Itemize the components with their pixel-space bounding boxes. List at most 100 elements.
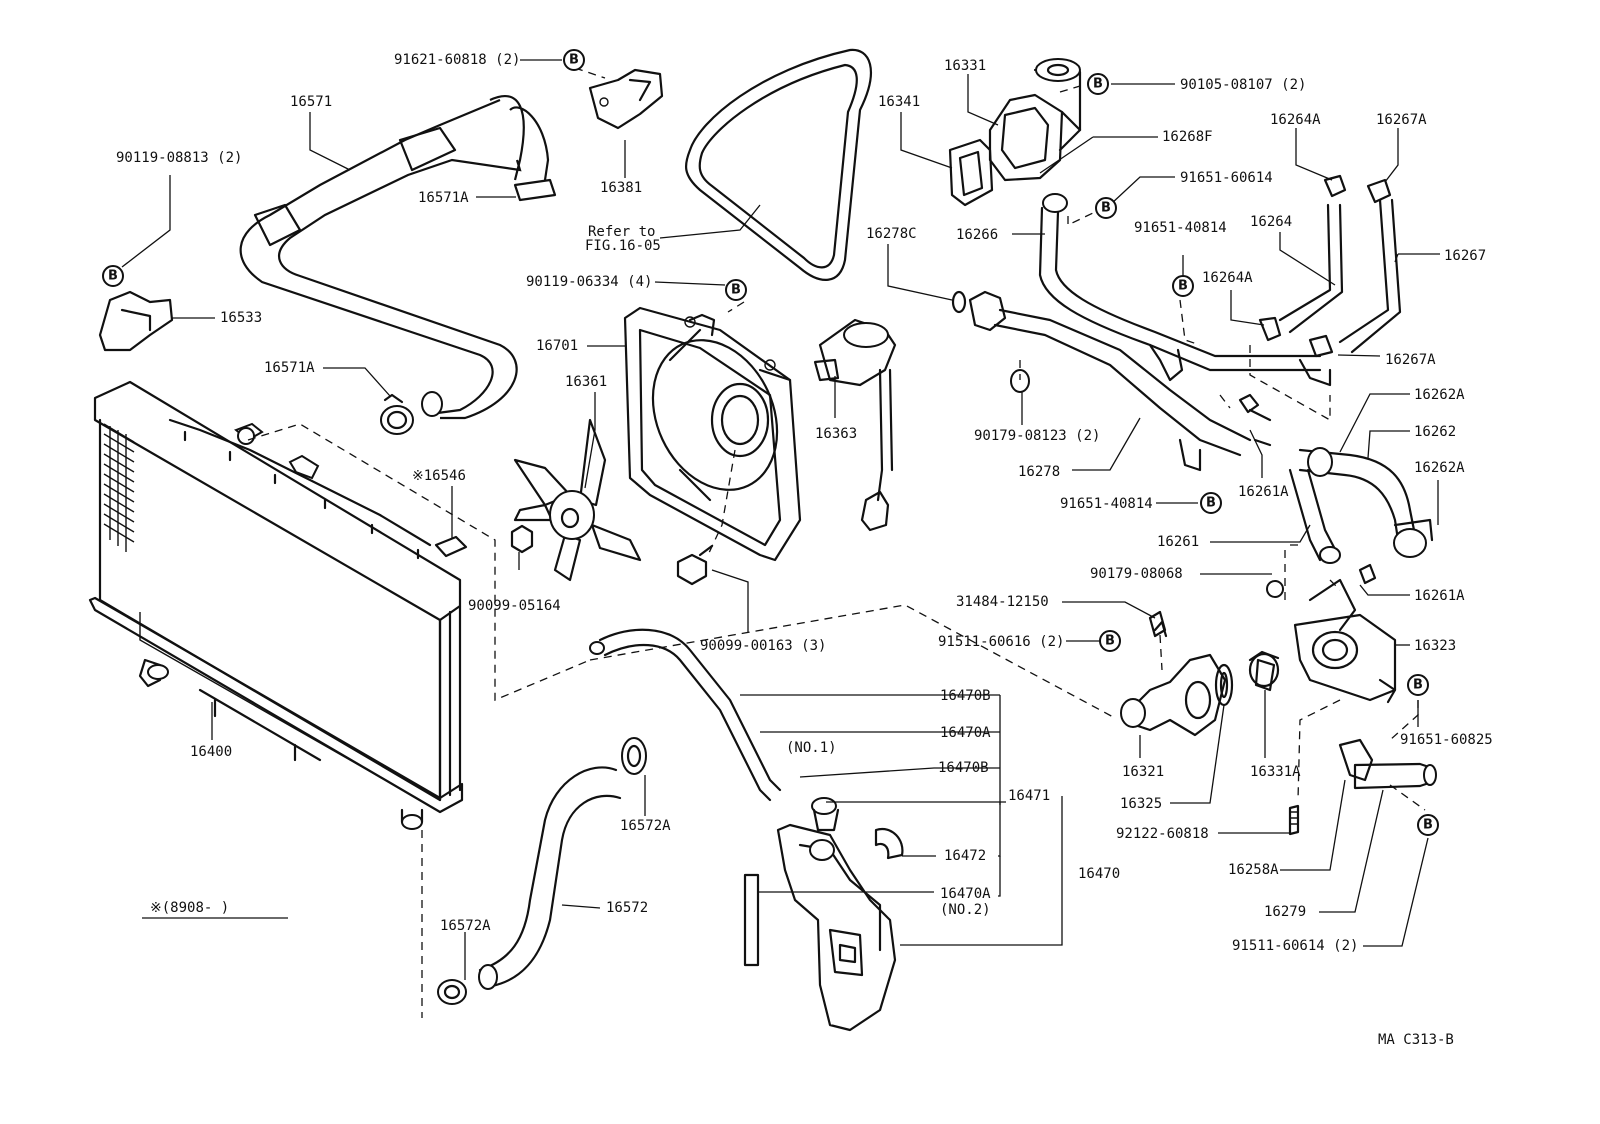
svg-text:B: B	[731, 283, 741, 298]
gasket-16341	[948, 138, 994, 207]
cap-16471	[811, 797, 840, 832]
svg-text:B: B	[1105, 634, 1115, 649]
label-16331: 16331	[944, 58, 986, 74]
label-91511-60616: 91511-60616 (2)	[938, 634, 1064, 650]
b-marker-icon: B	[102, 265, 124, 287]
leader-lines	[121, 59, 1440, 980]
b-marker-icon: B	[1200, 492, 1222, 514]
upper-radiator-hose	[239, 94, 557, 420]
bracket-16381	[588, 68, 664, 130]
assembly-lines	[247, 67, 1426, 1018]
b-marker-icon: B	[1417, 814, 1439, 836]
label-90179-08068: 90179-08068	[1090, 566, 1183, 582]
hose-16470A-no1	[589, 628, 782, 802]
cooling-fan	[513, 418, 642, 582]
label-16267: 16267	[1444, 248, 1486, 264]
water-bypass-pipe	[1038, 193, 1332, 387]
label-16268F: 16268F	[1162, 129, 1213, 145]
svg-text:B: B	[569, 53, 579, 68]
clamp-16571A-mid	[380, 393, 414, 435]
svg-text:B: B	[1423, 818, 1433, 833]
label-16267A-top: 16267A	[1376, 112, 1427, 128]
b-marker-icon: B	[1087, 73, 1109, 95]
label-16471: 16471	[1008, 788, 1050, 804]
label-16266: 16266	[956, 227, 998, 243]
hose-16472	[874, 827, 904, 860]
label-16701: 16701	[536, 338, 578, 354]
label-refer-to: Refer to	[588, 224, 655, 240]
label-16571: 16571	[290, 94, 332, 110]
label-16262A-top: 16262A	[1414, 387, 1465, 403]
label-92122-60818: 92122-60818	[1116, 826, 1209, 842]
label-16258A: 16258A	[1228, 862, 1279, 878]
b-marker-icon: B	[725, 279, 747, 301]
label-91621-60818: 91621-60818 (2)	[394, 52, 520, 68]
b-marker-icon: B	[1407, 674, 1429, 696]
label-16363: 16363	[815, 426, 857, 442]
label-16261A-bot: 16261A	[1414, 588, 1465, 604]
svg-text:B: B	[1101, 201, 1111, 216]
label-16262A-bot: 16262A	[1414, 460, 1465, 476]
label-91651-60825: 91651-60825	[1400, 732, 1493, 748]
label-90099-05164: 90099-05164	[468, 598, 561, 614]
label-16264A-mid: 16264A	[1202, 270, 1253, 286]
label-16470: 16470	[1078, 866, 1120, 882]
label-16264: 16264	[1250, 214, 1292, 230]
label-16533: 16533	[220, 310, 262, 326]
grommet-16546	[434, 535, 468, 558]
date-note: ※(8908- )	[150, 900, 229, 916]
label-90099-00163: 90099-00163 (3)	[700, 638, 826, 654]
stud-92122	[1288, 804, 1300, 836]
label-16546: ※16546	[412, 468, 466, 484]
fan-motor	[813, 318, 897, 532]
label-16262: 16262	[1414, 424, 1456, 440]
label-16470A-no1: 16470A	[940, 725, 991, 741]
b-marker-icon: B	[1172, 275, 1194, 297]
label-16470B-mid: 16470B	[938, 760, 989, 776]
svg-text:B: B	[1178, 279, 1188, 294]
water-inlet-16323	[1266, 578, 1397, 704]
label-16278: 16278	[1018, 464, 1060, 480]
part-labels: 91621-60818 (2) 16381 16571 16571A 90119…	[116, 52, 1493, 954]
hose-16267	[1308, 178, 1402, 358]
label-16572: 16572	[606, 900, 648, 916]
label-16470A-no2: 16470A	[940, 886, 991, 902]
water-outlet	[988, 58, 1082, 182]
svg-text:B: B	[1413, 678, 1423, 693]
label-16381: 16381	[600, 180, 642, 196]
water-inlet-housing-16321	[1120, 620, 1227, 737]
figure-code: MA C313-B	[1378, 1032, 1454, 1048]
b-markers: B B B B B B B B B B	[102, 49, 1439, 836]
label-16571A-top: 16571A	[418, 190, 469, 206]
label-90119-08813: 90119-08813 (2)	[116, 150, 242, 166]
label-no2: (NO.2)	[940, 902, 991, 918]
label-16470B-top: 16470B	[940, 688, 991, 704]
label-16571A-mid: 16571A	[264, 360, 315, 376]
thermostat-16331A	[1248, 650, 1280, 692]
label-16572A-bot: 16572A	[440, 918, 491, 934]
b-marker-icon: B	[1095, 197, 1117, 219]
svg-text:B: B	[1206, 496, 1216, 511]
label-16341: 16341	[878, 94, 920, 110]
label-31484-12150: 31484-12150	[956, 594, 1049, 610]
label-16331A: 16331A	[1250, 764, 1301, 780]
label-16325: 16325	[1120, 796, 1162, 812]
label-16261: 16261	[1157, 534, 1199, 550]
label-16572A-mid: 16572A	[620, 818, 671, 834]
label-16361: 16361	[565, 374, 607, 390]
bolt-90119-06334	[688, 313, 716, 337]
hose-16264	[1258, 174, 1347, 342]
label-no1: (NO.1)	[786, 740, 837, 756]
footer: ※(8908- ) MA C313-B	[142, 900, 1454, 1048]
label-91511-60614: 91511-60614 (2)	[1232, 938, 1358, 954]
hose-clamp-16533	[98, 290, 174, 352]
b-marker-icon: B	[563, 49, 585, 71]
label-91651-60614: 91651-60614	[1180, 170, 1273, 186]
bolt-90099-00163	[676, 544, 714, 586]
svg-text:B: B	[108, 269, 118, 284]
label-90105-08107: 90105-08107 (2)	[1180, 77, 1306, 93]
bracket-31484	[1148, 610, 1167, 638]
label-fig-16-05: FIG.16-05	[585, 238, 661, 254]
label-16278C: 16278C	[866, 226, 917, 242]
